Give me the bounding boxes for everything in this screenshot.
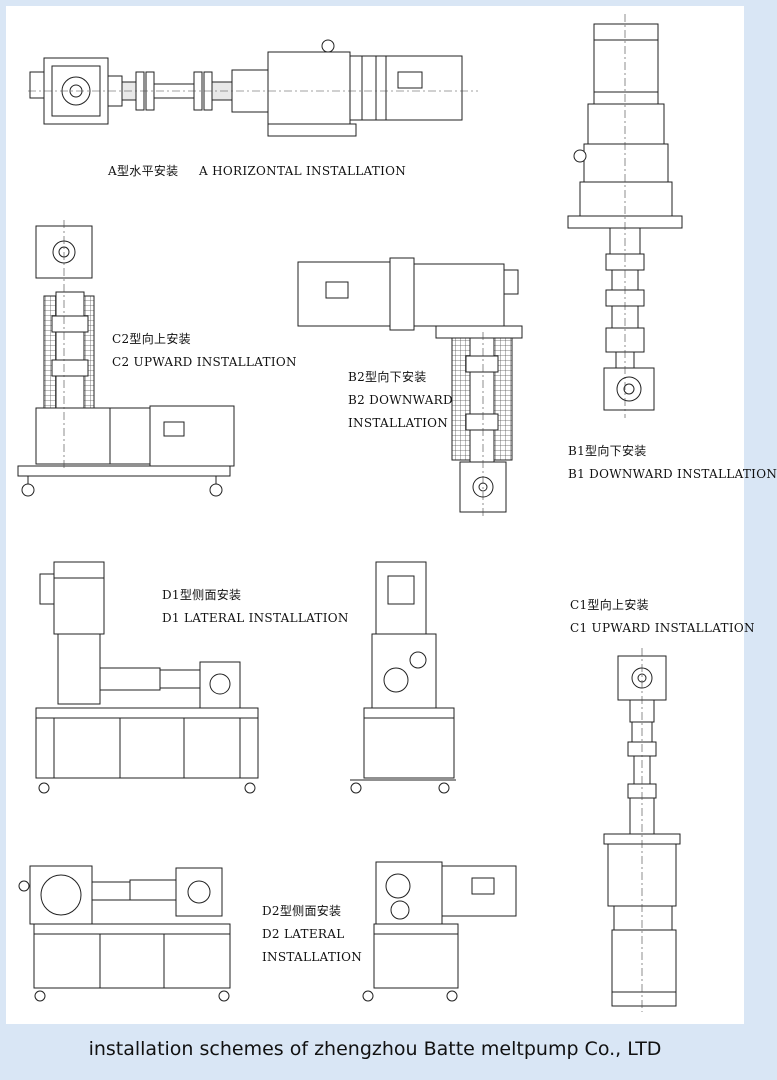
label-d1: D1型侧面安装 D1 LATERAL INSTALLATION <box>162 584 349 630</box>
scheme-d1-side-view <box>350 561 456 794</box>
label-a: A型水平安装 A HORIZONTAL INSTALLATION <box>108 160 406 183</box>
scheme-d1-lateral <box>35 561 259 794</box>
page-caption: installation schemes of zhengzhou Batte … <box>88 1038 662 1060</box>
label-b2-en2: INSTALLATION <box>348 416 449 430</box>
label-b2: B2型向下安装 B2 DOWNWARD INSTALLATION <box>348 366 453 435</box>
scheme-b1-downward <box>567 14 683 418</box>
scheme-d2-lateral <box>18 865 231 1002</box>
label-d1-en: D1 LATERAL INSTALLATION <box>162 611 349 625</box>
label-b2-cn: B2型向下安装 <box>348 370 427 384</box>
scheme-a-horizontal <box>28 39 478 137</box>
label-c2-en: C2 UPWARD INSTALLATION <box>112 355 297 369</box>
label-c1-cn: C1型向上安装 <box>570 598 649 612</box>
label-d2-cn: D2型侧面安装 <box>262 904 342 918</box>
label-b1-en: B1 DOWNWARD INSTALLATION <box>568 467 777 481</box>
label-b2-en1: B2 DOWNWARD <box>348 393 453 407</box>
label-a-en: A HORIZONTAL INSTALLATION <box>199 164 407 178</box>
installation-drawings <box>17 14 683 1012</box>
scheme-b2-downward <box>297 257 523 518</box>
label-c1: C1型向上安装 C1 UPWARD INSTALLATION <box>570 594 755 640</box>
label-d2-en2: INSTALLATION <box>262 950 363 964</box>
label-a-cn: A型水平安装 <box>108 164 179 178</box>
scheme-c1-upward <box>603 648 681 1012</box>
label-c2-cn: C2型向上安装 <box>112 332 191 346</box>
scheme-c2-upward <box>17 220 235 497</box>
scheme-d2-side-view <box>362 861 517 1002</box>
label-c2: C2型向上安装 C2 UPWARD INSTALLATION <box>112 328 297 374</box>
label-b1: B1型向下安装 B1 DOWNWARD INSTALLATION <box>568 440 777 486</box>
label-d2: D2型侧面安装 D2 LATERAL INSTALLATION <box>262 900 362 969</box>
label-d1-cn: D1型侧面安装 <box>162 588 242 602</box>
label-b1-cn: B1型向下安装 <box>568 444 647 458</box>
label-d2-en1: D2 LATERAL <box>262 927 345 941</box>
label-c1-en: C1 UPWARD INSTALLATION <box>570 621 755 635</box>
